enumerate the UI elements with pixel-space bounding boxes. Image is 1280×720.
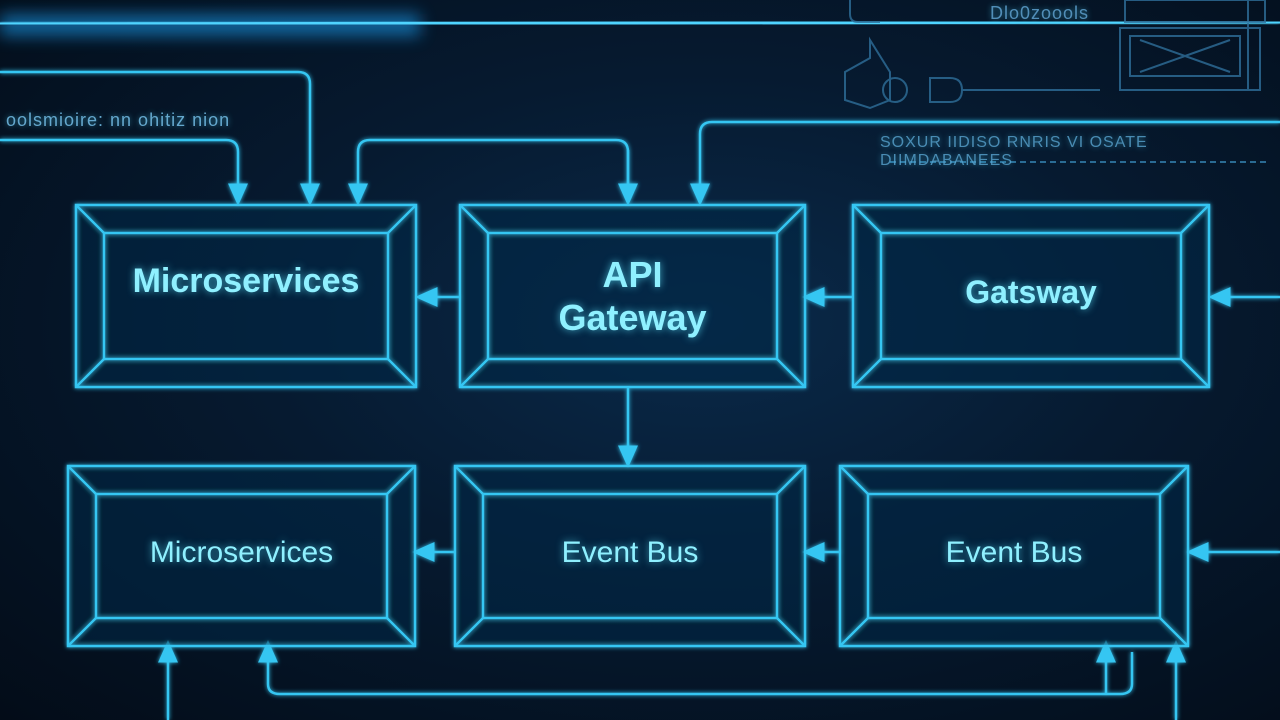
box-api-gateway (458, 203, 807, 389)
node-label-event-bus-center: Event Bus (561, 536, 699, 569)
top-glow-line (0, 14, 1280, 36)
decorative-code-top-right: Dlo0zoools (990, 3, 1090, 23)
node-label-gateway: Gatsway (965, 273, 1097, 310)
box-event-bus-right (838, 464, 1190, 648)
box-gateway (851, 203, 1211, 389)
connector-bottom-loop (258, 640, 1134, 696)
node-label-event-bus-right: Event Bus (945, 536, 1083, 569)
circuit-decoration (844, 0, 1266, 110)
connector-right-header (690, 120, 1280, 206)
node-frames (66, 203, 1211, 648)
connector-gateway-to-micro-top (348, 138, 630, 206)
decorative-label-top-left: oolsmioire: nn ohitiz nion (6, 110, 231, 130)
box-microservices-bottom (66, 464, 417, 648)
connectors (0, 70, 1280, 720)
box-event-bus-center (453, 464, 807, 648)
decorative-header-right: SOXUR IIDISO RNRIS VI OSATE DIIMDABANEES (880, 134, 1148, 169)
node-label-microservices-top: Microservices (132, 261, 360, 300)
box-microservices-top (74, 203, 418, 389)
node-label-microservices-bottom: Microservices (149, 536, 334, 569)
connector-top-left-1 (0, 138, 248, 206)
node-label-api-gateway: API Gateway (558, 253, 707, 338)
connector-top-left-2 (0, 70, 320, 206)
